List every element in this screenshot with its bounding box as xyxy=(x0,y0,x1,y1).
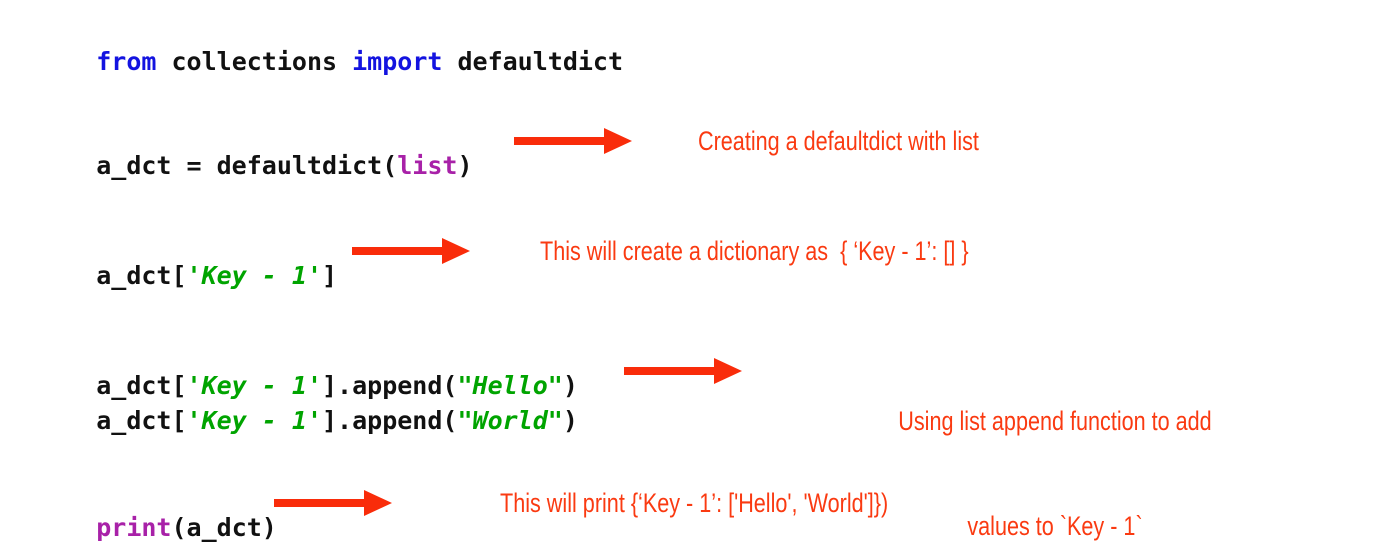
code-line-append-hello: a_dct['Key - 1'].append("Hello") xyxy=(36,348,578,423)
code-line-import: from collections import defaultdict xyxy=(36,24,623,99)
annotation-append-usage: Using list append function to add values… xyxy=(807,334,1303,550)
builtin-list: list xyxy=(397,151,458,180)
a-dct-open-bracket: a_dct[ xyxy=(96,261,187,290)
keyword-from: from xyxy=(96,47,157,76)
name-defaultdict: defaultdict xyxy=(442,47,624,76)
annotation-append-usage-line2: values to `Key - 1` xyxy=(967,511,1143,542)
arrow-right-icon xyxy=(624,358,742,384)
close-bracket: ] xyxy=(322,261,338,290)
annotation-create-defaultdict: Creating a defaultdict with list xyxy=(698,126,979,156)
builtin-print: print xyxy=(96,513,172,542)
code-line-create-defaultdict: a_dct = defaultdict(list) xyxy=(36,128,473,203)
code-line-append-world: a_dct['Key - 1'].append("World") xyxy=(36,383,578,458)
close-paren: ) xyxy=(562,371,578,400)
arrow-right-icon xyxy=(352,238,470,264)
a-dct-open-bracket: a_dct[ xyxy=(96,406,187,435)
annotation-create-dictionary: This will create a dictionary as { ‘Key … xyxy=(540,236,969,266)
append-call: ].append( xyxy=(322,371,458,400)
annotation-append-usage-line1: Using list append function to add xyxy=(898,406,1212,437)
code-line-key-access: a_dct['Key - 1'] xyxy=(36,238,337,313)
string-hello: "Hello" xyxy=(457,371,563,400)
close-paren: ) xyxy=(457,151,473,180)
code-line-print: print(a_dct) xyxy=(36,490,277,550)
append-call: ].append( xyxy=(322,406,458,435)
string-key-1: 'Key - 1' xyxy=(186,406,322,435)
a-dct-open-bracket: a_dct[ xyxy=(96,371,187,400)
string-key-1: 'Key - 1' xyxy=(186,371,322,400)
arrow-right-icon xyxy=(514,128,632,154)
assignment-a-dct: a_dct = defaultdict( xyxy=(96,151,398,180)
keyword-import: import xyxy=(352,47,443,76)
arrow-right-icon xyxy=(274,490,392,516)
string-key-1: 'Key - 1' xyxy=(186,261,322,290)
annotation-print-output: This will print {‘Key - 1’: ['Hello', 'W… xyxy=(500,488,889,518)
module-collections: collections xyxy=(156,47,353,76)
string-world: "World" xyxy=(457,406,563,435)
print-argument: (a_dct) xyxy=(171,513,277,542)
close-paren: ) xyxy=(562,406,578,435)
